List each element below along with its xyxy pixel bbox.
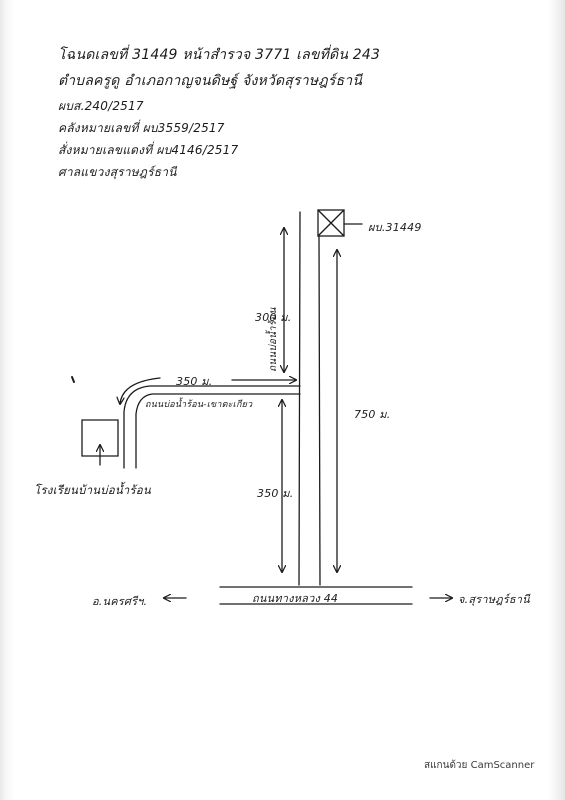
plot-label: ผบ.31449 xyxy=(368,221,422,234)
plot-box-icon xyxy=(317,209,345,237)
header-line-deed: โฉนดเลขที่ 31449 หน้าสำรวจ 3771 เลขที่ดิ… xyxy=(58,47,381,63)
left-destination-label: อ.นครศรีฯ. xyxy=(92,595,148,608)
plot-cross-line-b xyxy=(317,209,345,237)
main-road-left-edge xyxy=(298,211,301,586)
header-line-location: ตำบลครูดู อำเภอกาญจนดิษฐ์ จังหวัดสุราษฎร… xyxy=(58,73,363,89)
distance-350-top-label: 350 ม. xyxy=(176,375,213,388)
right-destination-label: จ.สุราษฎร์ธานี xyxy=(458,593,530,606)
turn-left-arrow xyxy=(120,377,161,404)
distance-750-label: 750 ม. xyxy=(354,408,391,421)
header-line-court: ศาลแขวงสุราษฎร์ธานี xyxy=(58,165,177,179)
scanner-watermark: สแกนด้วย CamScanner xyxy=(424,760,535,771)
stray-ink-mark xyxy=(71,376,75,383)
header-line-black-case: คลังหมายเลขที่ ผบ3559/2517 xyxy=(58,121,225,135)
school-building-icon xyxy=(81,419,119,457)
highway-label: ถนนทางหลวง 44 xyxy=(252,592,339,605)
side-road-lower-edge xyxy=(135,393,301,469)
header-line-case: ผบส.240/2517 xyxy=(58,99,144,113)
main-road-label: ถนนบ่อน้ำร้อน xyxy=(268,307,279,372)
distance-350-bottom-label: 350 ม. xyxy=(257,487,294,500)
main-road-right-edge xyxy=(318,235,321,586)
side-road-label: ถนนบ่อน้ำร้อน-เขาตะเกียว xyxy=(145,400,253,410)
school-label: โรงเรียนบ้านบ่อน้ำร้อน xyxy=(34,483,151,497)
distance-300-label: 300 ม. xyxy=(255,311,292,324)
header-line-red-case: สั่งหมายเลขแดงที่ ผบ4146/2517 xyxy=(58,143,239,157)
side-road-upper-edge xyxy=(123,385,301,469)
